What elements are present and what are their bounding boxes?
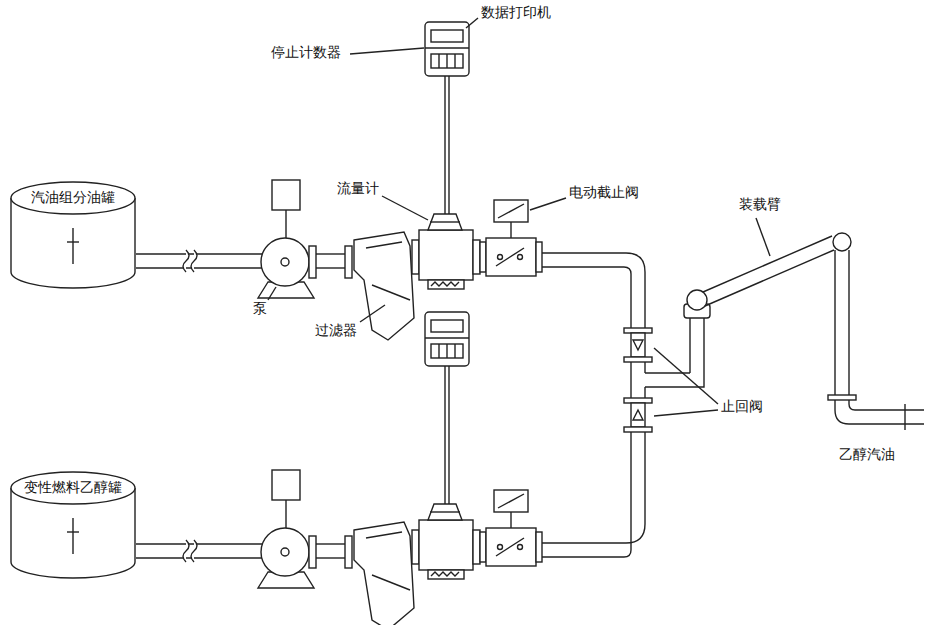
- tank-label: 变性燃料乙醇罐: [10, 479, 136, 497]
- tank: 变性燃料乙醇罐: [10, 470, 136, 582]
- part-label: 电动截止阀: [568, 184, 640, 201]
- tank-top: [11, 472, 135, 504]
- center-mark: [67, 241, 79, 242]
- part-label: 流量计: [336, 180, 380, 197]
- part-label: 停止计数器: [270, 44, 342, 61]
- part-label: 过滤器: [314, 322, 358, 339]
- tank-top: [11, 182, 135, 214]
- part-label: 泵: [252, 300, 268, 317]
- part-label: 数据打印机: [480, 4, 552, 21]
- tank: 汽油组分油罐: [10, 180, 136, 292]
- tank-label: 汽油组分油罐: [10, 189, 136, 207]
- center-line: [72, 518, 73, 554]
- center-mark: [67, 531, 79, 532]
- part-label: 止回阀: [720, 398, 764, 415]
- part-label: 乙醇汽油: [838, 446, 896, 463]
- center-line: [72, 228, 73, 264]
- part-label: 装载臂: [738, 196, 782, 213]
